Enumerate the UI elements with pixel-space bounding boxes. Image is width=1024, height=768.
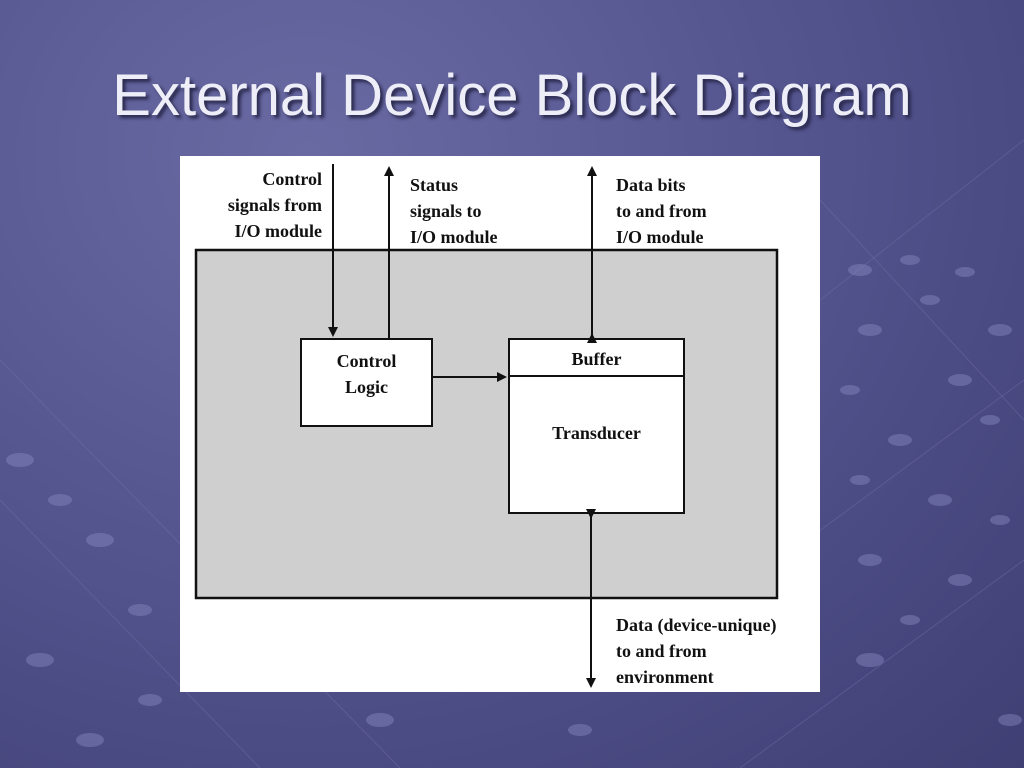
slide-title: External Device Block Diagram — [112, 63, 912, 128]
device-boundary — [194, 248, 779, 600]
diagram-graphics — [194, 164, 779, 688]
block-diagram: Control signals from I/O module Status s… — [180, 156, 820, 692]
data-bits-label: Data bits to and from I/O module — [616, 175, 707, 247]
control-logic-block — [300, 338, 433, 427]
control-signals-label: Control signals from I/O module — [227, 169, 322, 241]
control-logic-label: Control Logic — [336, 351, 397, 397]
buffer-transducer-block — [508, 338, 685, 514]
data-environment-label: Data (device-unique) to and from environ… — [616, 615, 777, 687]
status-signals-label: Status signals to I/O module — [410, 175, 498, 247]
transducer-label: Transducer — [552, 423, 641, 443]
buffer-label: Buffer — [571, 349, 622, 369]
